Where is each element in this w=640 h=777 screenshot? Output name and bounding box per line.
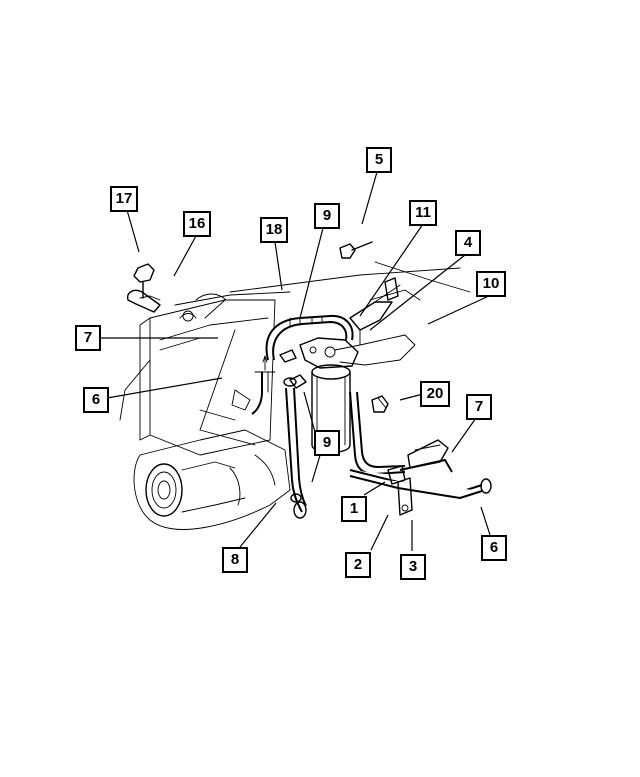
- leader-lines: [99, 171, 492, 551]
- callout-18: 18: [260, 217, 288, 243]
- callout-9-top: 9: [314, 203, 340, 229]
- callout-11: 11: [409, 200, 437, 226]
- callout-2: 2: [345, 552, 371, 578]
- mount-bracket: [349, 277, 401, 346]
- callout-5: 5: [366, 147, 392, 173]
- callout-6-left: 6: [83, 387, 109, 413]
- callout-20: 20: [420, 381, 450, 407]
- callout-3: 3: [400, 554, 426, 580]
- callout-8: 8: [222, 547, 248, 573]
- ac-hoses: [251, 314, 354, 519]
- callout-16: 16: [183, 211, 211, 237]
- callout-4: 4: [455, 230, 481, 256]
- callout-6-right: 6: [481, 535, 507, 561]
- callout-10: 10: [476, 271, 506, 297]
- callout-9-bottom: 9: [314, 430, 340, 456]
- callout-7-right: 7: [466, 394, 492, 420]
- fasteners: [127, 241, 389, 503]
- callout-17: 17: [110, 186, 138, 212]
- callout-1: 1: [341, 496, 367, 522]
- condenser-lines: [349, 391, 492, 516]
- callout-7-left: 7: [75, 325, 101, 351]
